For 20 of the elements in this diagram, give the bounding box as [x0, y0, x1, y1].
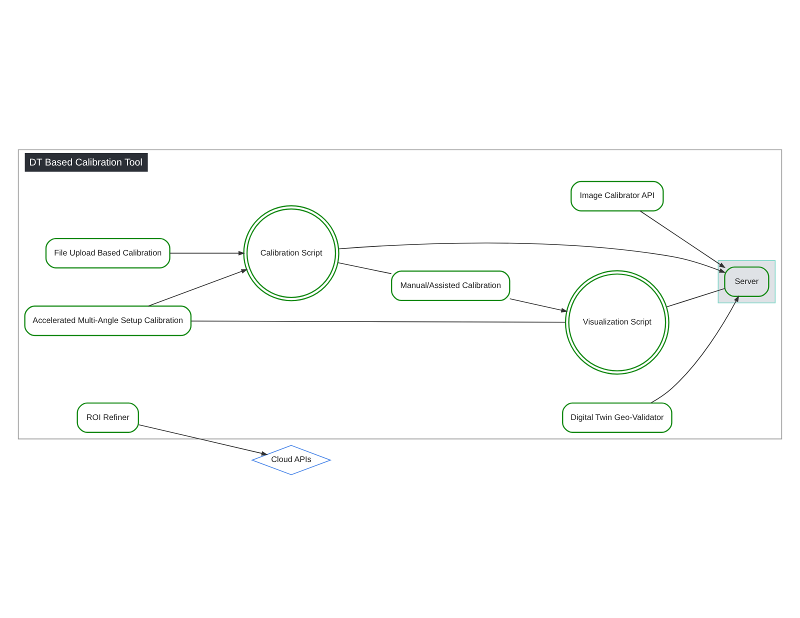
connector	[666, 288, 726, 308]
arrow	[509, 298, 568, 312]
arrow	[148, 269, 248, 307]
node-box: Manual/Assisted Calibration	[390, 270, 510, 302]
arrow	[138, 424, 268, 456]
connector	[337, 262, 392, 274]
arrow	[650, 295, 740, 404]
node-box: ROI Refiner	[76, 402, 140, 433]
node-box: Image Calibrator API	[570, 180, 664, 212]
arrow	[640, 210, 726, 268]
node-box: File Upload Based Calibration	[45, 238, 170, 268]
arrow	[338, 242, 726, 273]
node-diamond: Cloud APIs	[250, 444, 332, 476]
node-box: Server	[724, 266, 770, 297]
node-circle: Visualization Script	[564, 270, 670, 375]
node-box: Accelerated Multi-Angle Setup Calibration	[24, 306, 192, 336]
node-circle: Calibration Script	[243, 205, 340, 302]
connector	[190, 320, 566, 323]
node-box: Digital Twin Geo-Validator	[562, 402, 672, 433]
arrow	[170, 250, 246, 256]
